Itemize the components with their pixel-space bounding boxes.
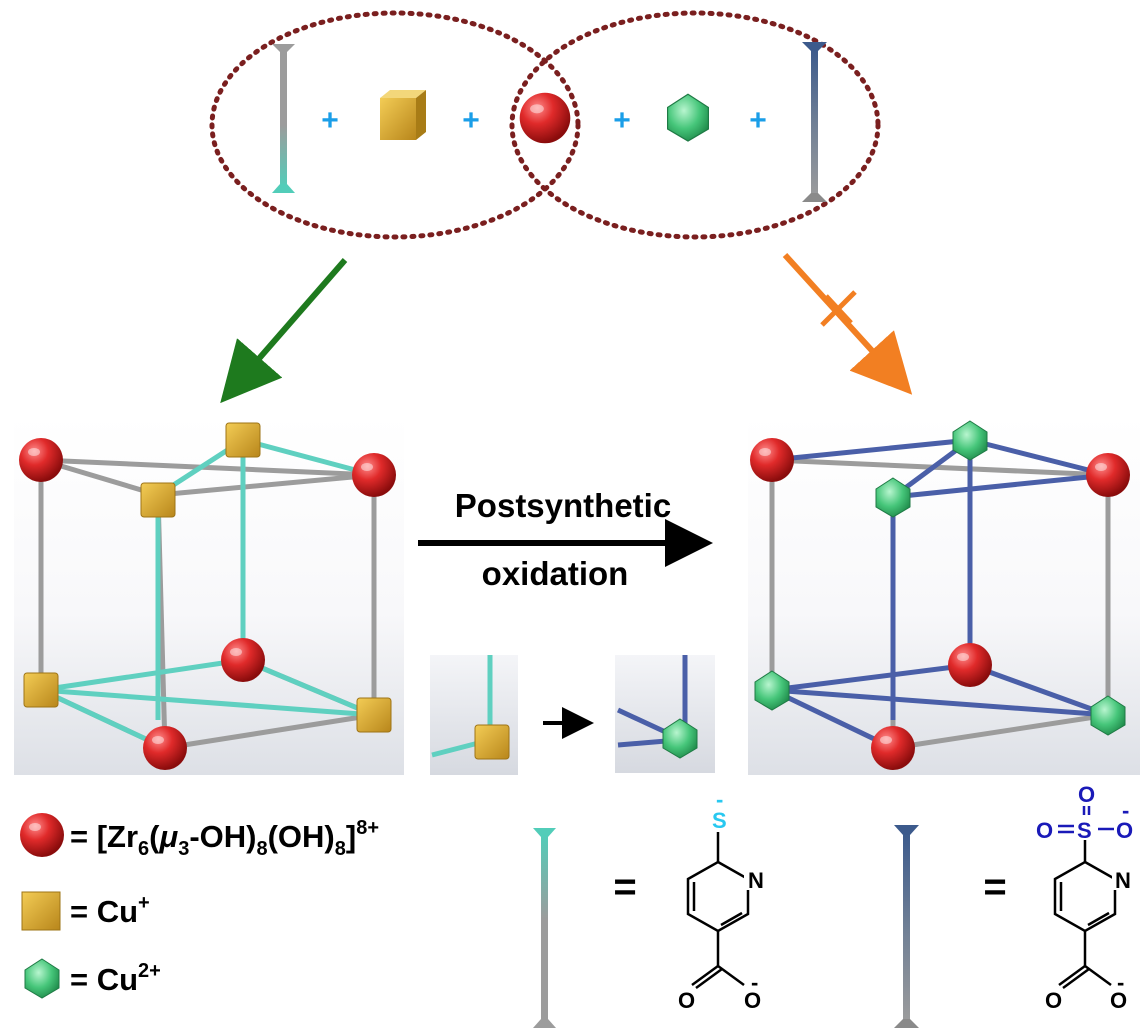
- thiolate-linker-icon: [272, 44, 295, 193]
- zr-node: [143, 726, 187, 770]
- equals-sign-2: =: [983, 865, 1006, 909]
- zr-node: [1086, 453, 1130, 497]
- successful-synthesis-arrow: [220, 258, 348, 404]
- legend: = [Zr6(μ3-OH)8(OH)8]8+ = Cu+ = Cu2+: [20, 813, 379, 999]
- sulfonate-linker-icon: [802, 42, 827, 202]
- sulfonate-S-atom: S: [1077, 818, 1092, 843]
- cu-plus-node: [356, 697, 392, 733]
- cu-plus-mof-cube: [14, 415, 404, 775]
- legend-zr-cluster: = [Zr6(μ3-OH)8(OH)8]8+: [20, 813, 379, 860]
- thiolate-O-charge: -: [751, 970, 758, 995]
- thiolate-linker-key: = S - N O O -: [533, 787, 766, 1028]
- zr-node: [750, 438, 794, 482]
- legend-cu-plus: = Cu+: [21, 891, 150, 931]
- plus-sign-2: +: [462, 104, 480, 137]
- reaction-label-line1: Postsynthetic: [455, 487, 671, 524]
- sulfonate-rod-icon: [894, 825, 919, 1028]
- zr-node: [352, 453, 396, 497]
- legend-cu-2plus: = Cu2+: [24, 958, 161, 999]
- sulfonate-structure: [1053, 840, 1117, 990]
- zr-node: [948, 643, 992, 687]
- sulfonate-O-charge: -: [1117, 970, 1124, 995]
- zr-node: [871, 726, 915, 770]
- cu-plus-node: [225, 422, 261, 458]
- reaction-label-line2: oxidation: [482, 555, 629, 592]
- thiolate-structure: [686, 832, 750, 990]
- cu-2plus-node-icon: [666, 93, 710, 142]
- zr-node: [19, 438, 63, 482]
- legend-cu-2plus-label: = Cu2+: [70, 960, 161, 997]
- cu-plus-node: [23, 672, 59, 708]
- sulfonate-O-right-charge: -: [1122, 798, 1129, 823]
- sulfonate-O-right: O: [1116, 818, 1133, 843]
- sulfonate-O-top: O: [1078, 782, 1095, 807]
- sulfonate-O-left: O: [1036, 818, 1053, 843]
- legend-zr-formula: = [Zr6(μ3-OH)8(OH)8]8+: [70, 817, 379, 860]
- plus-sign-4: +: [749, 104, 767, 137]
- thiolate-O-atom-1: O: [678, 988, 695, 1013]
- inset-cu-plus-node: [430, 655, 518, 775]
- inset-cu-2plus-node: [615, 655, 715, 773]
- equals-sign-1: =: [613, 865, 636, 909]
- precursor-group: + + + +: [209, 10, 881, 240]
- cu-2plus-mof-cube: [748, 415, 1140, 775]
- thiolate-O-atom-2: O: [744, 988, 761, 1013]
- right-dotted-ellipse: [509, 10, 881, 240]
- plus-sign-1: +: [321, 104, 339, 137]
- oxidation-step: Postsynthetic oxidation: [418, 487, 713, 592]
- cu-plus-node: [140, 482, 176, 518]
- left-dotted-ellipse: [209, 10, 581, 240]
- sulfonate-linker-key: = O S O O - N O O -: [894, 782, 1134, 1028]
- thiolate-S-charge: -: [716, 787, 723, 812]
- thiolate-S-atom: S: [712, 808, 727, 833]
- legend-cu-plus-label: = Cu+: [70, 892, 150, 929]
- cu-plus-cube-icon: [380, 90, 426, 140]
- zr-cluster-icon: [519, 92, 571, 144]
- plus-sign-3: +: [613, 104, 631, 137]
- blocked-synthesis-arrow: [782, 252, 913, 395]
- sulfonate-O-atom-1: O: [1045, 988, 1062, 1013]
- zr-node: [221, 638, 265, 682]
- sulfonate-N-atom: N: [1115, 868, 1131, 893]
- sulfonate-O-atom-2: O: [1110, 988, 1127, 1013]
- thiolate-N-atom: N: [748, 868, 764, 893]
- thiolate-rod-icon: [533, 828, 556, 1028]
